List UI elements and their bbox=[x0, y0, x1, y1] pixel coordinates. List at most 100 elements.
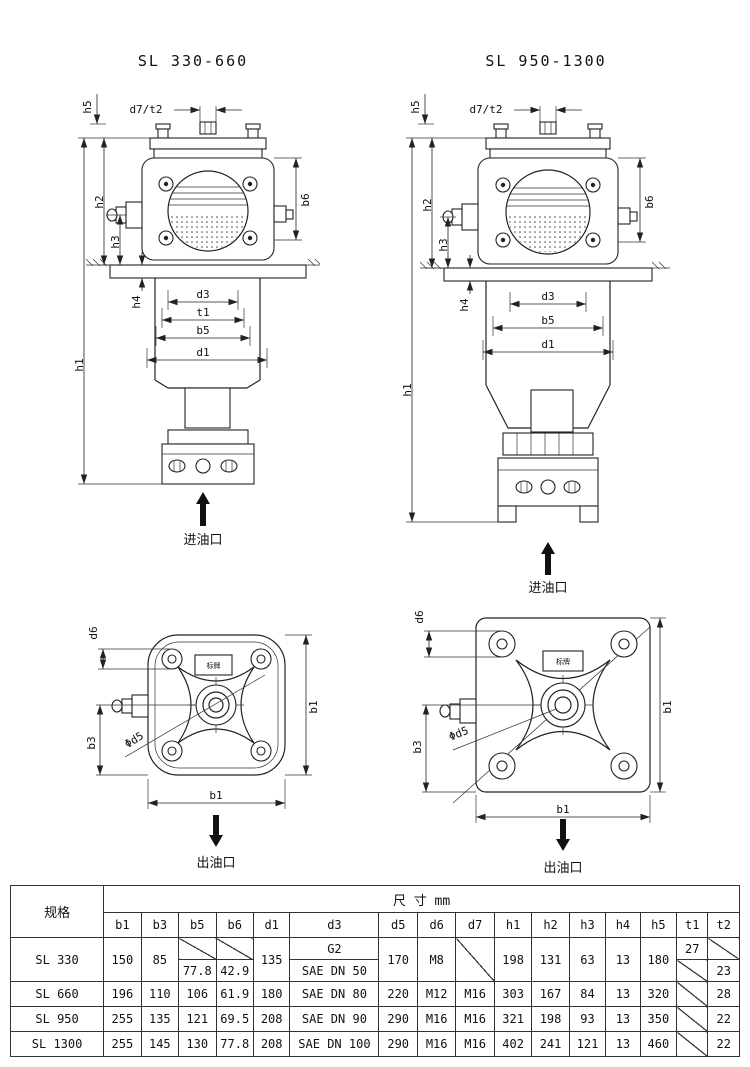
casting-web bbox=[515, 659, 611, 751]
na-cell bbox=[215, 937, 254, 960]
mounting-flange bbox=[419, 261, 670, 282]
dim-cell: M16 bbox=[416, 1006, 457, 1032]
dim-label-h1: h1 bbox=[401, 383, 414, 396]
spec-cell: SL 950 bbox=[9, 1006, 105, 1032]
dim-label-b1-bottom: b1 bbox=[556, 803, 569, 816]
outlet-port bbox=[533, 675, 593, 735]
table-row-sl330b: 77.8 42.9 SAE DN 50 23 bbox=[11, 959, 740, 982]
dim-cell: 23 bbox=[707, 959, 740, 982]
dim-cell: 303 bbox=[493, 981, 533, 1007]
col-header: h1 bbox=[493, 912, 533, 938]
dim-cell: 69.5 bbox=[215, 1006, 254, 1032]
lower-housing bbox=[485, 281, 611, 523]
dim-label-h2: h2 bbox=[421, 198, 434, 211]
dim-label-h2: h2 bbox=[93, 195, 106, 208]
col-header: t1 bbox=[676, 912, 709, 938]
col-header: h5 bbox=[639, 912, 678, 938]
dim-cell: 320 bbox=[639, 981, 678, 1007]
dim-label-d7t2: d7/t2 bbox=[469, 103, 502, 116]
top-cover-assembly bbox=[485, 121, 611, 159]
dim-cell: 180 bbox=[252, 981, 291, 1007]
front-view-sl950-1300: h1 h2 h3 h4 h5 d7/t2 b6 d bbox=[401, 94, 670, 596]
dim-cell: 13 bbox=[605, 1031, 641, 1057]
dim-label-d3: d3 bbox=[196, 288, 209, 301]
dim-label-h4: h4 bbox=[458, 298, 471, 312]
dim-cell: 290 bbox=[378, 1031, 418, 1057]
spec-cell: SL 1300 bbox=[9, 1031, 105, 1057]
dim-label-phid5: Φd5 bbox=[447, 724, 470, 743]
dim-cell: 110 bbox=[140, 981, 180, 1007]
dim-cell: 208 bbox=[252, 1006, 291, 1032]
inlet-flow-arrow bbox=[196, 492, 210, 526]
dim-cell: 84 bbox=[568, 981, 607, 1007]
col-header: h3 bbox=[568, 912, 607, 938]
dim-cell: 135 bbox=[140, 1006, 180, 1032]
col-header: h2 bbox=[531, 912, 570, 938]
dim-cell: M16 bbox=[416, 1031, 457, 1057]
dim-label-b1-bottom: b1 bbox=[209, 789, 222, 802]
col-header: b5 bbox=[178, 912, 217, 938]
dim-cell: 13 bbox=[605, 937, 641, 982]
dim-label-d3: d3 bbox=[541, 290, 554, 303]
dim-label-b3: b3 bbox=[411, 740, 424, 753]
dim-cell: 255 bbox=[103, 1006, 142, 1032]
dim-cell: SAE DN 90 bbox=[289, 1006, 380, 1032]
dim-cell: M12 bbox=[416, 981, 457, 1007]
dim-cell: 77.8 bbox=[178, 959, 217, 982]
spec-header: 规格 bbox=[9, 885, 105, 938]
dim-cell: 85 bbox=[140, 937, 180, 982]
na-cell bbox=[707, 937, 740, 960]
inlet-flow-arrow bbox=[541, 542, 555, 575]
dim-cell: M8 bbox=[416, 937, 457, 982]
bypass-valve bbox=[111, 694, 149, 718]
dim-cell: M16 bbox=[455, 981, 495, 1007]
dim-label-d1: d1 bbox=[196, 346, 209, 359]
na-cell bbox=[676, 959, 709, 982]
dim-cell: 61.9 bbox=[215, 981, 254, 1007]
top-cover-assembly bbox=[149, 121, 267, 159]
col-header: t2 bbox=[707, 912, 740, 938]
dim-cell: 150 bbox=[103, 937, 142, 982]
dim-label-h1: h1 bbox=[73, 358, 86, 371]
mounting-flange bbox=[85, 258, 320, 279]
dim-cell: 402 bbox=[493, 1031, 533, 1057]
filter-head-body bbox=[477, 157, 619, 265]
corner-bolts bbox=[488, 630, 638, 780]
bottom-view-sl330-660: 标牌 Φd5 d6 b3 b1 b1 bbox=[85, 626, 320, 871]
na-cell bbox=[676, 1031, 709, 1057]
inlet-label: 进油口 bbox=[528, 581, 567, 596]
dim-cell: 170 bbox=[378, 937, 418, 982]
dim-cell: 255 bbox=[103, 1031, 142, 1057]
col-header: d3 bbox=[289, 912, 380, 938]
side-plug bbox=[617, 207, 638, 225]
dimensions: Φd5 d6 b3 b1 b1 bbox=[85, 626, 320, 809]
na-cell bbox=[676, 981, 709, 1007]
bypass-valve bbox=[439, 698, 477, 724]
dim-cell: 106 bbox=[178, 981, 217, 1007]
col-header: b3 bbox=[140, 912, 180, 938]
dim-cell: SAE DN 100 bbox=[289, 1031, 380, 1057]
dim-cell: 13 bbox=[605, 1006, 641, 1032]
dim-label-b5: b5 bbox=[541, 314, 554, 327]
dims-header: 尺 寸 mm bbox=[103, 885, 740, 913]
dim-label-h5: h5 bbox=[81, 100, 94, 113]
outlet-flow-arrow bbox=[556, 819, 570, 851]
table-row-sl1300: SL 1300 255 145 130 77.8 208 SAE DN 100 … bbox=[9, 1031, 740, 1057]
dim-label-b6: b6 bbox=[643, 195, 656, 208]
dim-label-t1: t1 bbox=[196, 306, 209, 319]
table-row-sl950: SL 950 255 135 121 69.5 208 SAE DN 90 29… bbox=[9, 1006, 740, 1032]
dim-cell: 180 bbox=[639, 937, 678, 982]
dim-cell: 220 bbox=[378, 981, 418, 1007]
sight-window bbox=[505, 169, 591, 255]
inlet-label: 进油口 bbox=[183, 533, 222, 548]
dim-label-d1: d1 bbox=[541, 338, 554, 351]
dim-cell: 22 bbox=[707, 1006, 740, 1032]
dim-cell: 241 bbox=[531, 1031, 570, 1057]
dim-label-d6: d6 bbox=[413, 610, 426, 623]
table-row-sl660: SL 660 196 110 106 61.9 180 SAE DN 80 22… bbox=[9, 981, 740, 1007]
dimensions: h1 h2 h3 h4 h5 d7/t2 b6 d bbox=[401, 94, 656, 523]
col-header: d1 bbox=[252, 912, 291, 938]
dim-cell: 131 bbox=[531, 937, 570, 982]
dim-cell: 135 bbox=[252, 937, 291, 982]
